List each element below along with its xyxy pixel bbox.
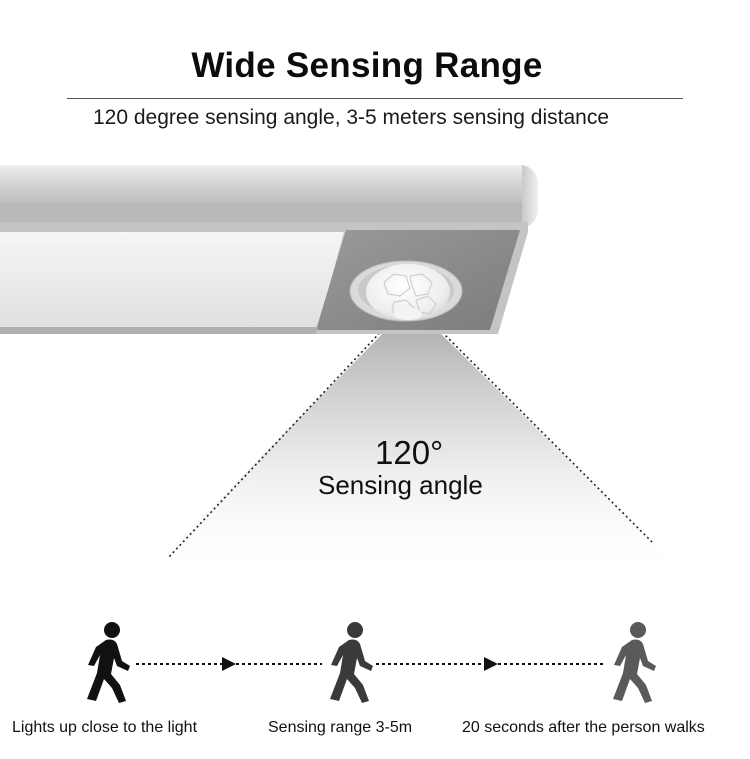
- walking-person-icon: [613, 622, 656, 703]
- walking-person-icon: [330, 622, 373, 703]
- step-caption-after-walks: 20 seconds after the person walks: [462, 719, 705, 736]
- light-bar: [0, 165, 538, 334]
- title-divider: [67, 98, 683, 99]
- pir-sensor-icon: [349, 260, 463, 322]
- arrow-right-icon: [376, 657, 498, 671]
- sensing-cone: [140, 317, 690, 580]
- sensing-angle-label: Sensing angle: [318, 470, 483, 500]
- walking-person-icon: [87, 622, 130, 703]
- step-caption-sensing-range: Sensing range 3-5m: [268, 719, 413, 736]
- sensing-angle-value: 120°: [375, 434, 444, 471]
- arrow-right-icon: [136, 657, 236, 671]
- step-caption-lights-up: Lights up close to the light: [12, 719, 198, 736]
- page-subtitle: 120 degree sensing angle, 3-5 meters sen…: [93, 106, 609, 129]
- page-title: Wide Sensing Range: [191, 46, 543, 85]
